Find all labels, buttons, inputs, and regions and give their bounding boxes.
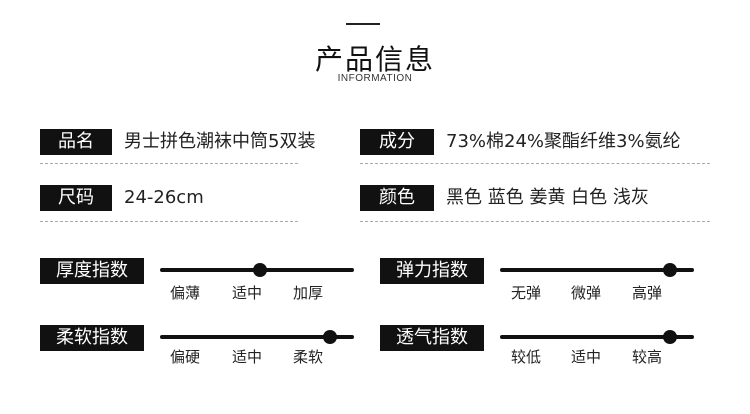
product-name-value: 男士拼色潮袜中筒5双装 [124, 131, 316, 152]
size-label: 尺码 [40, 185, 112, 211]
breathability-option: 适中 [571, 348, 602, 366]
color-label: 颜色 [360, 185, 434, 211]
composition-label: 成分 [360, 129, 434, 155]
size-value: 24-26cm [124, 187, 204, 208]
divider-dashed [360, 221, 710, 222]
elasticity-slider-track [500, 268, 694, 272]
breathability-option: 较高 [632, 348, 663, 366]
softness-slider-track [160, 335, 354, 339]
composition-value: 73%棉24%聚酯纤维3%氨纶 [446, 131, 681, 152]
breathability-slider-track [500, 335, 694, 339]
thickness-option: 偏薄 [170, 284, 201, 302]
thickness-option: 适中 [232, 284, 263, 302]
elasticity-option: 无弹 [511, 284, 542, 302]
thickness-index-label: 厚度指数 [40, 258, 144, 284]
page-title: 产品信息 [314, 43, 435, 76]
breathability-slider-knob [663, 330, 677, 344]
softness-option: 偏硬 [170, 348, 201, 366]
product-name-label: 品名 [40, 129, 112, 155]
thickness-option: 加厚 [293, 284, 324, 302]
breathability-index-label: 透气指数 [380, 325, 484, 351]
elasticity-index-label: 弹力指数 [380, 258, 484, 284]
softness-index-label: 柔软指数 [40, 325, 144, 351]
title-decor-line [346, 23, 380, 25]
divider-dashed [40, 163, 298, 164]
softness-option: 适中 [232, 348, 263, 366]
page-subtitle: INFORMATION [337, 73, 413, 84]
elasticity-option: 高弹 [632, 284, 663, 302]
divider-dashed [40, 221, 298, 222]
elasticity-slider-knob [663, 263, 677, 277]
breathability-option: 较低 [511, 348, 542, 366]
divider-dashed [360, 163, 710, 164]
color-value: 黑色 蓝色 姜黄 白色 浅灰 [446, 187, 649, 208]
softness-slider-knob [323, 330, 337, 344]
thickness-slider-knob [253, 263, 267, 277]
softness-option: 柔软 [293, 348, 324, 366]
elasticity-option: 微弹 [571, 284, 602, 302]
